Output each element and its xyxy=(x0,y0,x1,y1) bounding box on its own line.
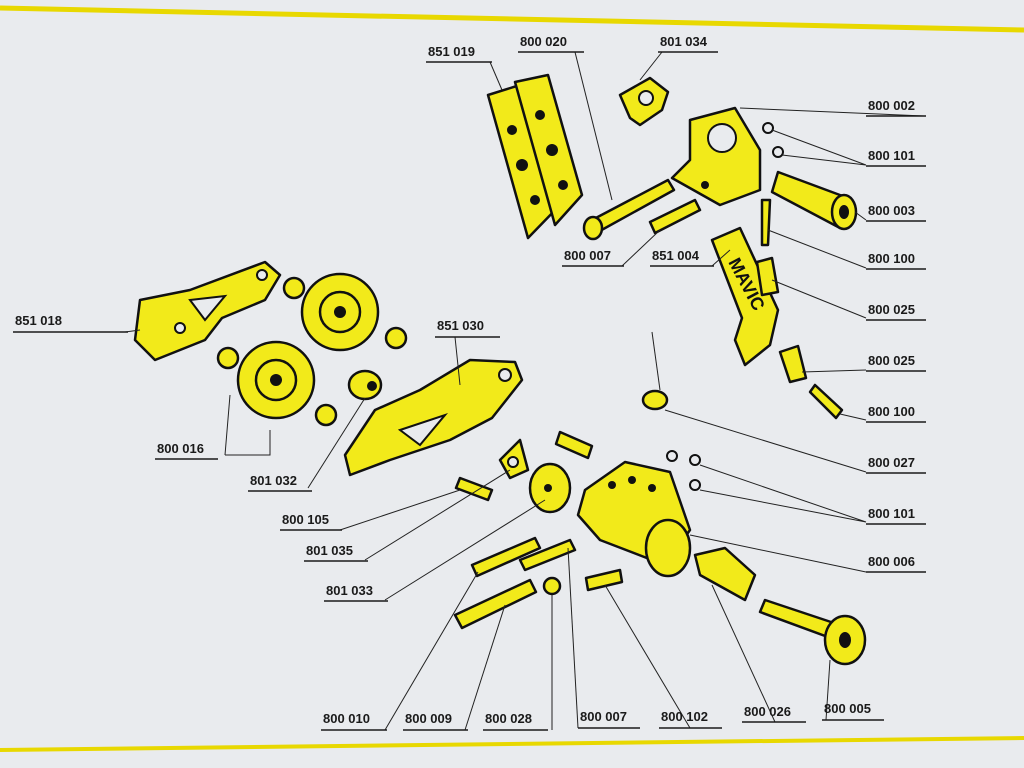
label-801-034: 801 034 xyxy=(660,34,708,49)
part-800-101-clips xyxy=(666,122,784,491)
label-800-025: 800 025 xyxy=(868,302,915,317)
label-800-101-b: 800 101 xyxy=(868,506,915,521)
label-800-100: 800 100 xyxy=(868,251,915,266)
label-851-018: 851 018 xyxy=(15,313,62,328)
part-801-032-bushing xyxy=(347,369,383,401)
label-800-028: 800 028 xyxy=(485,711,532,726)
part-800-100-screw-low xyxy=(808,383,844,420)
label-851-030: 851 030 xyxy=(437,318,484,333)
part-801-035-tab xyxy=(498,438,530,480)
label-800-009: 800 009 xyxy=(405,711,452,726)
label-800-026: 800 026 xyxy=(744,704,791,719)
label-801-035: 801 035 xyxy=(306,543,353,558)
part-800-003-axle xyxy=(770,170,858,231)
top-border-line xyxy=(0,5,1024,33)
label-800-020: 800 020 xyxy=(520,34,567,49)
label-800-005: 800 005 xyxy=(824,701,871,716)
label-800-102: 800 102 xyxy=(661,709,708,724)
label-851-004: 851 004 xyxy=(652,248,700,263)
label-800-010: 800 010 xyxy=(323,711,370,726)
part-800-002-body xyxy=(670,106,762,207)
part-800-025-springs xyxy=(755,256,808,384)
label-800-007: 800 007 xyxy=(564,248,611,263)
part-801-033-cap xyxy=(528,462,572,514)
part-800-105-screw xyxy=(454,476,494,502)
part-851-030-inner-cage xyxy=(343,358,524,477)
part-screw-upper xyxy=(554,430,594,460)
label-800-006: 800 006 xyxy=(868,554,915,569)
part-lower-pins xyxy=(453,536,624,630)
label-800-105: 800 105 xyxy=(282,512,329,527)
label-851-019: 851 019 xyxy=(428,44,475,59)
part-801-034-clamp xyxy=(618,76,670,127)
part-800-100-screw-top xyxy=(760,198,772,247)
part-800-016-pulleys xyxy=(216,272,408,427)
bottom-border-line xyxy=(0,736,1024,752)
part-851-019-plates xyxy=(486,73,584,240)
part-800-006-knuckle xyxy=(576,460,692,578)
part-800-005-bolt xyxy=(758,598,867,666)
part-800-027-spring xyxy=(641,331,669,411)
part-800-020-pin xyxy=(582,178,676,241)
part-851-018-outer-cage xyxy=(133,260,282,362)
label-800-100-b: 800 100 xyxy=(868,404,915,419)
label-800-007-b: 800 007 xyxy=(580,709,627,724)
label-800-002: 800 002 xyxy=(868,98,915,113)
part-800-007-pin-top xyxy=(648,198,702,235)
leader-lines xyxy=(124,51,925,731)
label-800-027: 800 027 xyxy=(868,455,915,470)
part-851-004-arm: MAVIC xyxy=(710,226,780,367)
label-800-101: 800 101 xyxy=(868,148,915,163)
label-800-025-b: 800 025 xyxy=(868,353,915,368)
label-801-033: 801 033 xyxy=(326,583,373,598)
label-800-003: 800 003 xyxy=(868,203,915,218)
part-labels: 851 019 800 020 801 034 800 002 800 101 … xyxy=(13,34,926,731)
label-800-016: 800 016 xyxy=(157,441,204,456)
label-801-032: 801 032 xyxy=(250,473,297,488)
part-800-026-spring xyxy=(693,546,757,602)
